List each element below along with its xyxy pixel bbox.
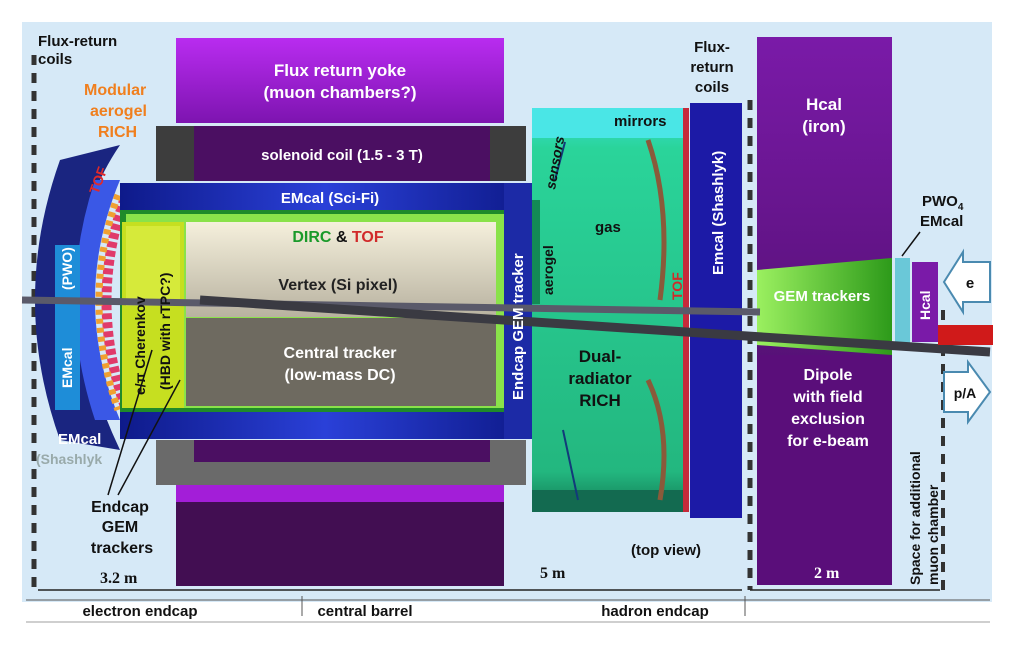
label-dipole-1: Dipole bbox=[804, 367, 853, 384]
solenoid-bottom-coil bbox=[194, 440, 490, 462]
dipole-region bbox=[757, 355, 892, 585]
label-pa-arrow: p/A bbox=[954, 385, 977, 401]
label-dim-5: 5 m bbox=[540, 565, 566, 582]
label-emcal-shashlyk-left-2: (Shashlyk bbox=[36, 451, 102, 467]
label-dipole-3: exclusion bbox=[791, 411, 865, 428]
e-arrow-icon bbox=[942, 248, 991, 316]
label-emcal-shashlyk-left-1: EMcal bbox=[58, 431, 101, 448]
label-flux-return-right-3: coils bbox=[695, 79, 729, 96]
label-dipole-2: with field bbox=[792, 389, 862, 406]
label-pwo4-2: EMcal bbox=[920, 213, 963, 230]
label-hcal-1: Hcal bbox=[806, 95, 842, 114]
flux-yoke-top bbox=[176, 38, 504, 123]
pwo4-emcal-block bbox=[895, 258, 910, 348]
left-pwo-block bbox=[55, 245, 80, 330]
pointer-endcap-gem-2 bbox=[117, 379, 181, 496]
label-hbd: (HBD with rTPC?) bbox=[157, 273, 173, 390]
red-beam-tip bbox=[938, 325, 993, 345]
label-pwo4-sub: 4 bbox=[958, 202, 964, 213]
rich-mirror-upper bbox=[645, 139, 667, 301]
label-hadron-endcap: hadron endcap bbox=[601, 603, 709, 620]
label-dipole-4: for e-beam bbox=[787, 433, 869, 450]
cherenkov-top bbox=[126, 226, 180, 306]
label-modular-1: Modular bbox=[84, 82, 146, 99]
label-amp: & bbox=[331, 229, 351, 246]
label-gas: gas bbox=[595, 219, 621, 236]
label-central-tracker-2: (low-mass DC) bbox=[284, 367, 395, 384]
rich-mirror-top bbox=[532, 108, 687, 138]
label-gem-trackers: GEM trackers bbox=[774, 288, 871, 305]
solenoid-coil bbox=[194, 126, 490, 181]
label-flux-return-right-1: Flux- bbox=[694, 39, 730, 56]
label-emcal-left: EMcal bbox=[59, 348, 75, 388]
label-hcal-2: (iron) bbox=[802, 117, 845, 136]
label-pwo4-main: PWO bbox=[922, 193, 958, 210]
label-flux-return-left-1: Flux-return bbox=[38, 33, 117, 50]
left-emcal-block bbox=[55, 330, 80, 410]
label-dim-2: 2 m bbox=[814, 565, 840, 582]
label-flux-yoke-2: (muon chambers?) bbox=[263, 83, 416, 102]
left-tof-arc bbox=[75, 180, 120, 420]
label-emcal-shashlyk-right: Emcal (Shashlyk) bbox=[710, 151, 727, 275]
label-pwo: (PWO) bbox=[59, 247, 75, 290]
label-dirc-tof: DIRC & TOF bbox=[292, 229, 383, 246]
label-solenoid: solenoid coil (1.5 - 3 T) bbox=[261, 147, 423, 164]
label-endcap-gem-1: Endcap bbox=[91, 499, 149, 516]
rich-bottom bbox=[532, 490, 687, 512]
label-modular-2: aerogel bbox=[90, 103, 147, 120]
rich-sensor-lower bbox=[562, 429, 579, 501]
label-modular-3: RICH bbox=[98, 124, 137, 141]
rich-aerogel bbox=[532, 200, 540, 304]
label-endcap-gem-3: trackers bbox=[91, 540, 153, 557]
rich-sensor-upper bbox=[554, 141, 566, 181]
label-dirc: DIRC bbox=[292, 229, 332, 246]
label-vertex: Vertex (Si pixel) bbox=[278, 277, 397, 294]
label-dual-3: RICH bbox=[579, 391, 621, 410]
label-hcal-small: Hcal bbox=[917, 290, 933, 320]
emcal-scifi-bottom bbox=[120, 412, 530, 439]
label-dual-1: Dual- bbox=[579, 347, 622, 366]
label-electron-endcap: electron endcap bbox=[82, 603, 197, 620]
label-tof-right: TOF bbox=[669, 272, 685, 300]
pointer-endcap-gem-1 bbox=[107, 349, 153, 496]
label-central-barrel: central barrel bbox=[317, 603, 412, 620]
central-tracker bbox=[186, 318, 496, 406]
label-flux-return-left-2: coils bbox=[38, 51, 72, 68]
label-endcap-gem-2: GEM bbox=[102, 519, 138, 536]
label-central-tracker-1: Central tracker bbox=[284, 345, 397, 362]
label-flux-return-right-2: return bbox=[690, 59, 733, 76]
label-space-1: Space for additional bbox=[907, 451, 923, 585]
label-top-view: (top view) bbox=[631, 542, 701, 559]
label-mirrors: mirrors bbox=[614, 113, 667, 130]
label-aerogel: aerogel bbox=[540, 245, 556, 295]
label-emcal-scifi: EMcal (Sci-Fi) bbox=[281, 190, 379, 207]
label-space-2: muon chamber bbox=[925, 484, 941, 585]
rich-mirror-lower bbox=[645, 378, 667, 501]
label-pwo4-1: PWO4 bbox=[922, 193, 964, 213]
hcal-small-block bbox=[912, 262, 938, 342]
flux-yoke-bottom bbox=[176, 500, 504, 586]
pointer-pwo4 bbox=[901, 231, 921, 257]
label-e-arrow: e bbox=[966, 275, 974, 292]
label-tof-center: TOF bbox=[352, 229, 384, 246]
pa-arrow-icon bbox=[943, 358, 992, 426]
label-endcap-gem-tracker: Endcap GEM tracker bbox=[510, 253, 527, 400]
label-e-pi-cherenkov: e/π Cherenkov bbox=[132, 296, 148, 395]
emcal-scifi-top bbox=[120, 183, 530, 210]
electron-beam-pipe bbox=[21, 296, 761, 316]
gem-trackers-right bbox=[757, 258, 892, 355]
label-flux-yoke-1: Flux return yoke bbox=[274, 61, 406, 80]
hadron-beam-pipe bbox=[199, 295, 991, 357]
label-dim-3-2: 3.2 m bbox=[100, 570, 138, 587]
label-dual-2: radiator bbox=[568, 369, 632, 388]
